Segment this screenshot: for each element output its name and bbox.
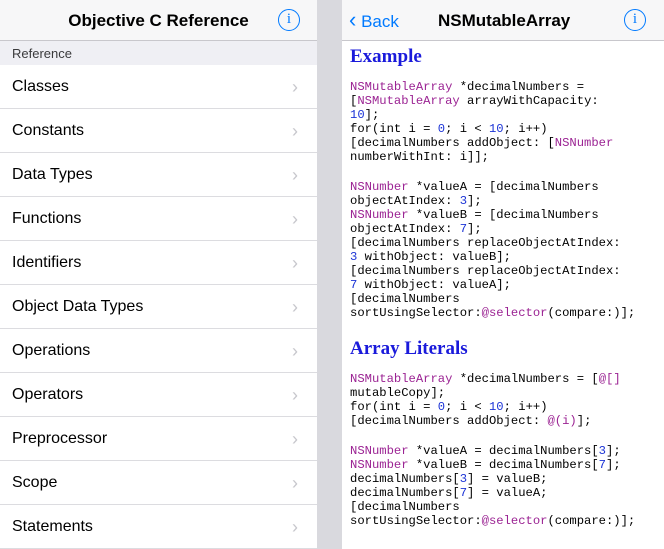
article-content: Example NSMutableArray *decimalNumbers =… <box>350 44 662 528</box>
info-icon[interactable]: i <box>278 9 300 31</box>
list-item-label: Functions <box>12 210 82 227</box>
chevron-right-icon: › <box>292 165 298 185</box>
list-item[interactable]: Object Data Types › <box>0 285 317 329</box>
list-item-label: Operators <box>12 386 84 403</box>
heading-array-literals: Array Literals <box>350 338 468 359</box>
chevron-right-icon: › <box>292 121 298 141</box>
list-item-label: Object Data Types <box>12 298 144 315</box>
code-block-array-literals: NSMutableArray *decimalNumbers = [@[] mu… <box>350 372 636 528</box>
list-item[interactable]: Operators › <box>0 373 317 417</box>
list-item-label: Statements <box>12 518 93 535</box>
left-nav-title: Objective C Reference <box>68 11 249 30</box>
chevron-right-icon: › <box>292 385 298 405</box>
chevron-right-icon: › <box>292 517 298 537</box>
back-label: Back <box>361 12 399 31</box>
right-nav-title: NSMutableArray <box>438 11 571 30</box>
chevron-right-icon: › <box>292 209 298 229</box>
list-item-label: Constants <box>12 122 85 139</box>
heading-example: Example <box>350 46 422 67</box>
chevron-left-icon: ‹ <box>349 7 357 32</box>
list-item[interactable]: Scope › <box>0 461 317 505</box>
code-block-example: NSMutableArray *decimalNumbers = [NSMuta… <box>350 80 636 320</box>
list-item[interactable]: Statements › <box>0 505 317 549</box>
list-item-label: Scope <box>12 474 58 491</box>
back-button[interactable]: ‹ Back <box>349 9 399 33</box>
list-item-label: Classes <box>12 78 69 95</box>
chevron-right-icon: › <box>292 297 298 317</box>
detail-pane: ‹ Back NSMutableArray i Example NSMutabl… <box>342 0 664 549</box>
list-item-label: Preprocessor <box>12 430 108 447</box>
list-item[interactable]: Functions › <box>0 197 317 241</box>
pane-divider <box>317 0 342 549</box>
list-item[interactable]: Operations › <box>0 329 317 373</box>
left-navigation-bar: Objective C Reference i <box>0 0 317 41</box>
info-icon[interactable]: i <box>624 9 646 31</box>
right-navigation-bar: ‹ Back NSMutableArray i <box>342 0 664 41</box>
list-item-label: Identifiers <box>12 254 82 271</box>
list-item[interactable]: Classes › <box>0 65 317 109</box>
chevron-right-icon: › <box>292 429 298 449</box>
list-item-label: Data Types <box>12 166 93 183</box>
reference-pane: Objective C Reference i Reference Classe… <box>0 0 317 549</box>
section-header-reference: Reference <box>12 46 72 61</box>
list-item-label: Operations <box>12 342 91 359</box>
chevron-right-icon: › <box>292 473 298 493</box>
reference-list: Classes › Constants › Data Types › Function… <box>0 65 317 549</box>
list-item[interactable]: Data Types › <box>0 153 317 197</box>
list-item[interactable]: Identifiers › <box>0 241 317 285</box>
chevron-right-icon: › <box>292 253 298 273</box>
chevron-right-icon: › <box>292 341 298 361</box>
list-item[interactable]: Constants › <box>0 109 317 153</box>
list-item[interactable]: Preprocessor › <box>0 417 317 461</box>
chevron-right-icon: › <box>292 77 298 97</box>
